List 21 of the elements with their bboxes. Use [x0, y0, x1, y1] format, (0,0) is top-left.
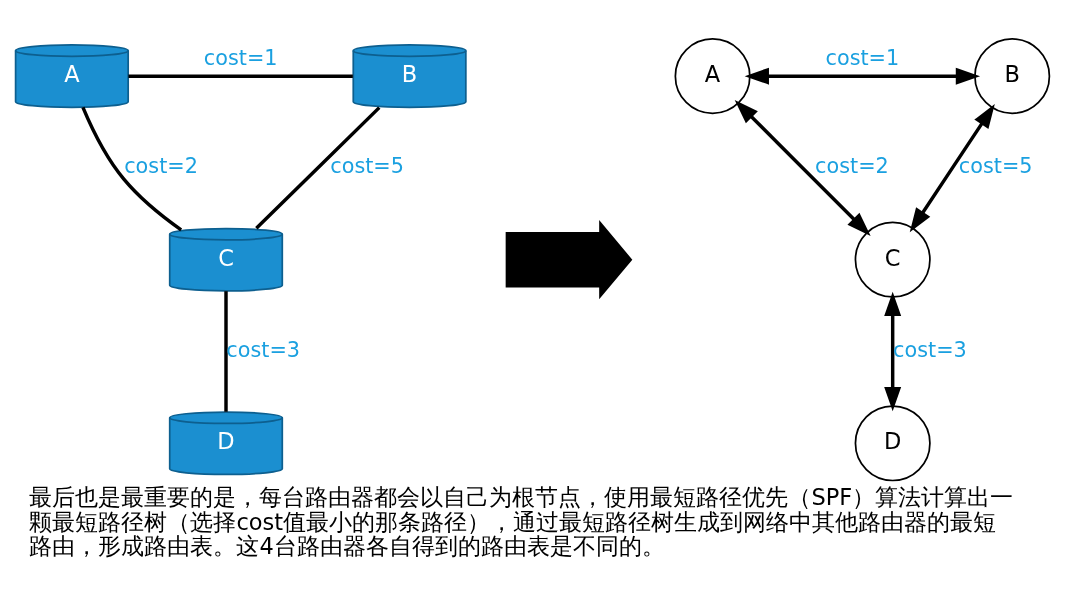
- node-circle: C: [854, 221, 931, 298]
- arrow: [744, 67, 981, 85]
- arrow: [909, 103, 995, 232]
- arrow: [884, 291, 902, 411]
- caption: 最后也是最重要的是，每台路由器都会以自己为根节点，使用最短路径优先（SPF）算法计算出一颗最短路径树（选择cost值最小的那条路径），通过最短路径树生成到网络中其他路由器的最短路由，形成路由表。这4台路由器各自得到的路由表是不同的。: [29, 483, 1014, 559]
- connector: [128, 73, 353, 78]
- node-circle: D: [854, 404, 931, 481]
- node-circle: A: [674, 37, 751, 114]
- edge-label: cost=5: [330, 153, 404, 178]
- connector: [255, 105, 381, 229]
- edge-label: cost=2: [124, 153, 198, 178]
- edge-label: cost=1: [203, 45, 278, 70]
- node-circle: B: [974, 37, 1051, 114]
- edge-label: cost=1: [825, 45, 900, 70]
- edge-label: cost=5: [958, 153, 1033, 178]
- edge-label: cost=3: [893, 337, 967, 362]
- arrow: [734, 99, 871, 236]
- connector: [81, 106, 183, 231]
- edge-label: cost=2: [815, 153, 889, 178]
- node-arrow: [505, 219, 633, 299]
- connector: [224, 290, 228, 412]
